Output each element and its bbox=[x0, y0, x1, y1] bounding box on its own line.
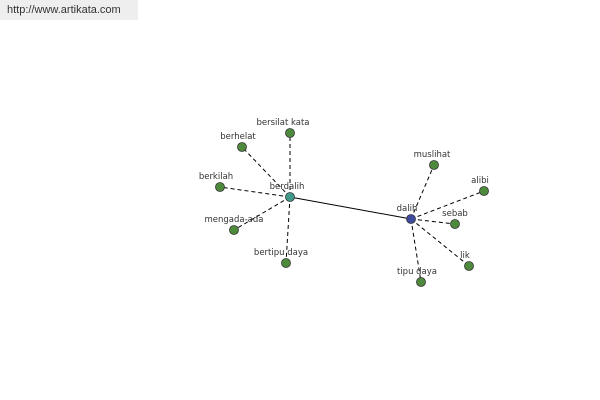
label-bertipu-daya[interactable]: bertipu daya bbox=[254, 248, 308, 258]
node-sebab[interactable] bbox=[450, 219, 460, 229]
hub-label-dalih[interactable]: dalih bbox=[397, 204, 418, 214]
node-muslihat[interactable] bbox=[429, 160, 439, 170]
edge-berdalih-dalih bbox=[289, 196, 412, 220]
node-bertipu-daya[interactable] bbox=[281, 258, 291, 268]
hub-node-dalih[interactable] bbox=[406, 214, 416, 224]
node-berhelat[interactable] bbox=[237, 142, 247, 152]
edge-dalih-lik bbox=[410, 218, 470, 267]
hub-label-berdalih[interactable]: berdalih bbox=[270, 182, 305, 192]
node-bersilat-kata[interactable] bbox=[285, 128, 295, 138]
node-alibi[interactable] bbox=[479, 186, 489, 196]
label-sebab[interactable]: sebab bbox=[442, 209, 468, 219]
edge-dalih-tipu-daya bbox=[410, 218, 422, 283]
edge-berdalih-berkilah bbox=[219, 186, 291, 198]
label-muslihat[interactable]: muslihat bbox=[414, 150, 451, 160]
label-berkilah[interactable]: berkilah bbox=[199, 172, 233, 182]
hub-node-berdalih[interactable] bbox=[285, 192, 295, 202]
url-link[interactable]: http://www.artikata.com bbox=[7, 4, 121, 16]
edge-dalih-muslihat bbox=[410, 164, 435, 220]
label-mengada-ada[interactable]: mengada-ada bbox=[205, 215, 264, 225]
label-bersilat-kata[interactable]: bersilat kata bbox=[256, 118, 309, 128]
node-tipu-daya[interactable] bbox=[416, 277, 426, 287]
label-lik[interactable]: lik bbox=[460, 251, 470, 261]
label-berhelat[interactable]: berhelat bbox=[220, 132, 256, 142]
edge-dalih-alibi bbox=[410, 190, 485, 220]
url-banner: http://www.artikata.com bbox=[0, 0, 138, 20]
node-lik[interactable] bbox=[464, 261, 474, 271]
label-alibi[interactable]: alibi bbox=[471, 176, 489, 186]
node-mengada-ada[interactable] bbox=[229, 225, 239, 235]
edge-dalih-sebab bbox=[410, 218, 456, 225]
label-tipu-daya[interactable]: tipu daya bbox=[397, 267, 437, 277]
node-berkilah[interactable] bbox=[215, 182, 225, 192]
edge-berdalih-berhelat bbox=[241, 146, 291, 198]
edge-berdalih-mengada-ada bbox=[233, 196, 291, 231]
